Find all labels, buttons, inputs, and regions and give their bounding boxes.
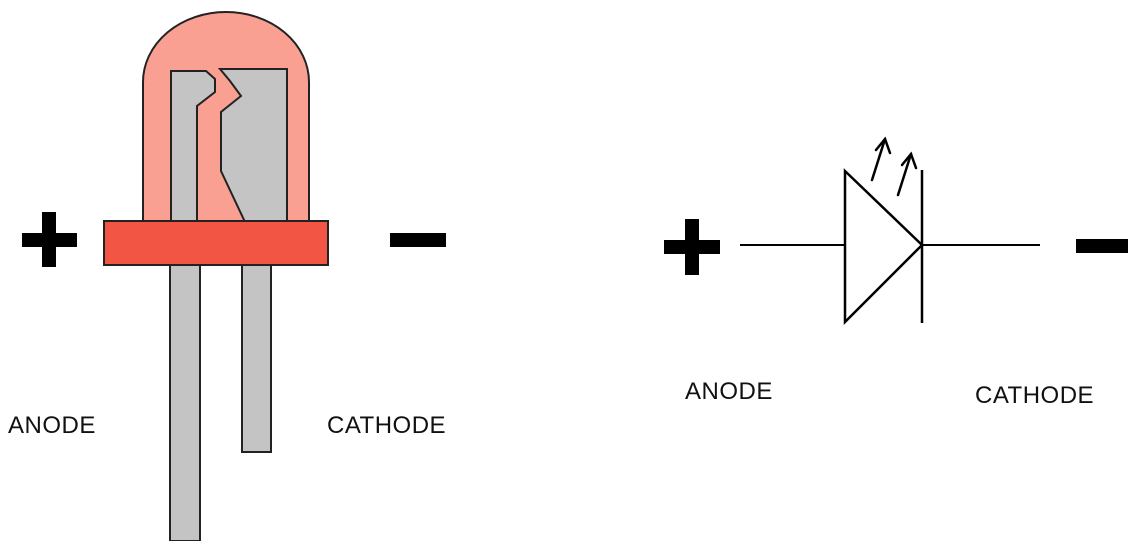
led-flange [103,220,329,266]
diode-triangle [843,168,924,326]
cathode-lead [241,261,272,453]
anode-lead [169,261,201,541]
light-emission-arrows [870,136,918,197]
minus-sign-drawing [390,233,446,247]
cathode-label-drawing: CATHODE [327,412,447,439]
cathode-label-schematic: CATHODE [975,382,1095,409]
anode-label-drawing: ANODE [8,412,96,439]
plus-sign-drawing [22,212,77,267]
led-physical-drawing [22,11,446,541]
led-schematic [664,136,1128,326]
anode-label-schematic: ANODE [685,378,773,405]
led-anvil [217,68,288,223]
minus-sign-schematic [1076,239,1128,253]
plus-sign-schematic [664,219,720,275]
